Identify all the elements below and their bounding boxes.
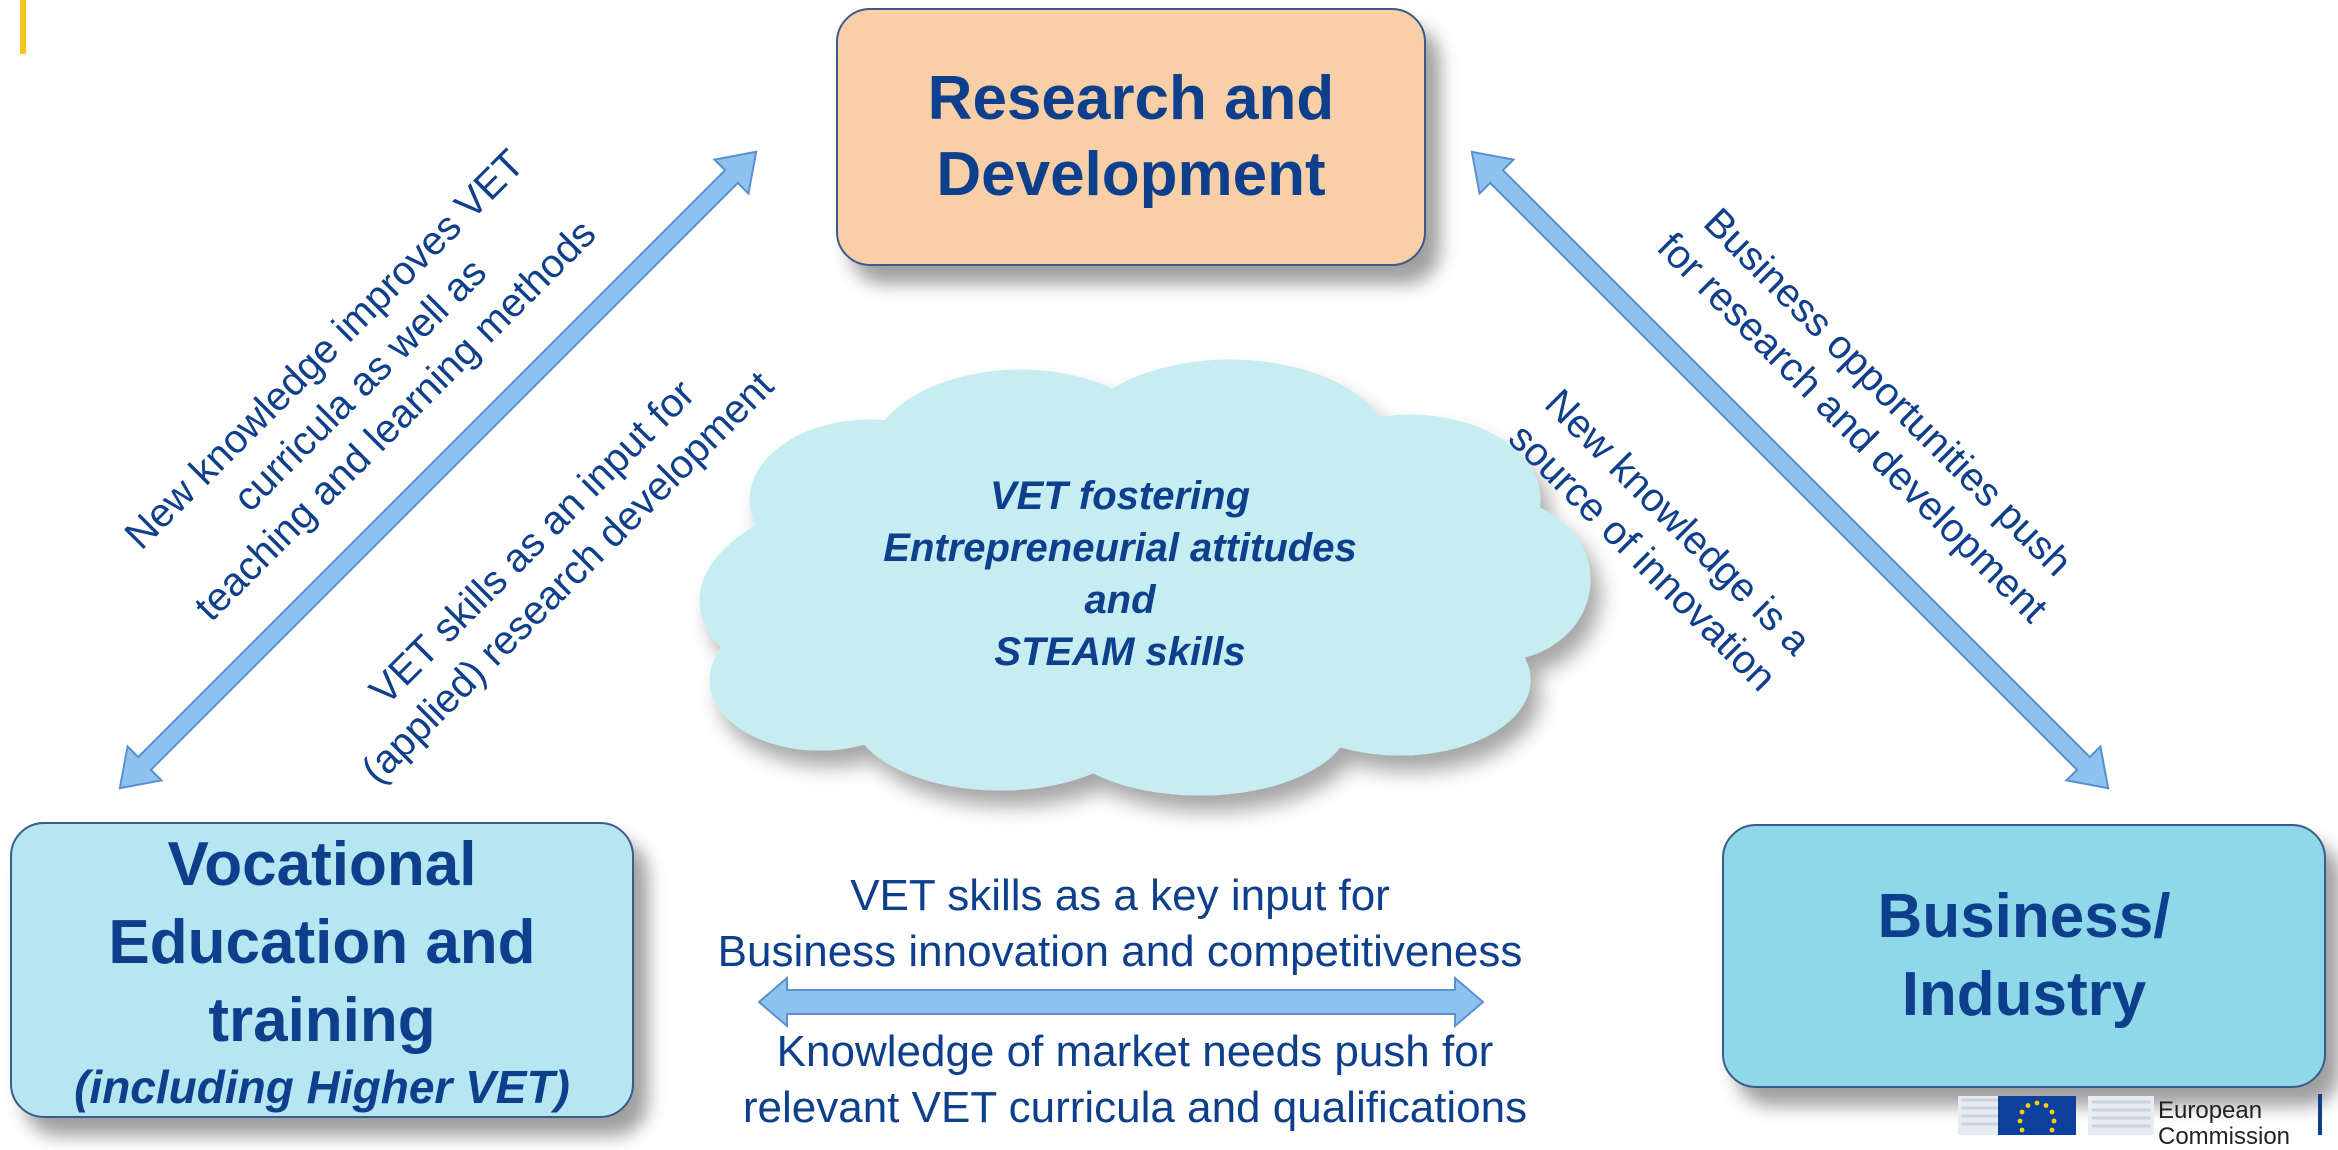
cloud-line2: Entrepreneurial attitudes — [883, 526, 1357, 570]
left-double-arrow — [118, 150, 758, 790]
research-title-line1: Research and — [927, 64, 1335, 133]
vet-title-line2: Education and — [108, 908, 536, 977]
cloud-line1: VET fostering — [989, 474, 1251, 518]
cloud-shape — [699, 359, 1591, 796]
bottom-arrow-bottom-label: Knowledge of market needs push for relev… — [620, 1024, 1650, 1136]
bottom-bottom-line2: relevant VET curricula and qualification… — [742, 1083, 1528, 1132]
european-commission-logo — [1958, 1096, 2154, 1135]
logo-text-line2: Commission — [2158, 1123, 2291, 1150]
business-title-line2: Industry — [1901, 960, 2147, 1029]
bottom-arrow-top-label: VET skills as a key input for Business i… — [620, 868, 1620, 980]
vet-title-line1: Vocational — [167, 830, 477, 899]
bottom-top-line2: Business innovation and competitiveness — [717, 927, 1523, 976]
bottom-top-line1: VET skills as a key input for — [850, 871, 1390, 920]
cloud-label: VET fostering Entrepreneurial attitudes … — [800, 470, 1440, 678]
right-double-arrow — [1470, 150, 2110, 790]
cloud-line3: and — [1084, 578, 1156, 622]
research-title-line2: Development — [936, 140, 1326, 209]
vet-title-line3: training — [208, 986, 436, 1055]
bottom-double-arrow — [757, 975, 1485, 1029]
cloud-line4: STEAM skills — [994, 630, 1246, 674]
business-title-line1: Business/ — [1877, 882, 2171, 951]
accent-bar — [20, 0, 26, 54]
logo-divider — [2318, 1094, 2322, 1135]
logo-text: European Commission — [2158, 1098, 2290, 1150]
business-industry-box: Business/ Industry — [1722, 824, 2326, 1088]
logo-text-line1: European — [2158, 1097, 2263, 1124]
bottom-bottom-line1: Knowledge of market needs push for — [776, 1027, 1494, 1076]
vet-box: Vocational Education and training (inclu… — [10, 822, 634, 1118]
vet-subtitle: (including Higher VET) — [74, 1061, 570, 1113]
research-development-box: Research and Development — [836, 8, 1426, 266]
